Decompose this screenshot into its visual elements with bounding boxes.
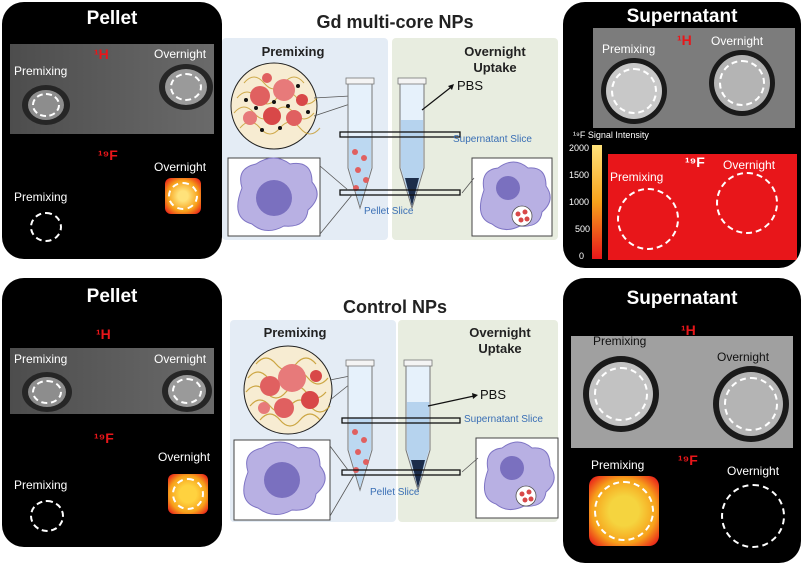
top-pellet-overnight-1h-label: Overnight — [154, 47, 207, 61]
top-schematic-overnight-title: Overnight Uptake — [445, 44, 545, 76]
colorbar — [592, 145, 602, 259]
colorbar-tick-1500: 1500 — [569, 170, 590, 180]
top-supernatant-title: Supernatant — [626, 6, 738, 27]
bottom-schematic-overnight-line1: Overnight — [469, 325, 531, 340]
bottom-center-title: Control NPs — [342, 297, 447, 317]
top-pellet-overnight-roi — [170, 73, 202, 101]
top-pellet-slice-label: Pellet Slice — [364, 206, 414, 217]
top-pellet-premixing-19f-roi — [30, 212, 62, 242]
top-pellet-19f-label: ¹⁹F — [98, 147, 118, 163]
bottom-supernatant-overnight-roi — [724, 377, 778, 431]
top-schematic-overnight-line2: Uptake — [473, 60, 517, 75]
bottom-schematic-overnight-title: Overnight Uptake — [450, 325, 550, 357]
bottom-pellet-1h-label: ¹H — [96, 326, 111, 342]
top-supernatant-premixing-1h-label: Premixing — [602, 42, 656, 56]
bottom-supernatant-overnight-19f-label: Overnight — [727, 464, 780, 478]
bottom-pellet-premixing-19f-roi — [30, 500, 64, 532]
bottom-np-zoom-circle — [243, 345, 333, 435]
top-supernatant-panel: Supernatant Premixing ¹H Overnight ¹⁹F S… — [563, 2, 801, 268]
top-pellet-overnight-19f-roi — [168, 182, 198, 210]
bottom-pellet-overnight-19f-label: Overnight — [158, 450, 211, 464]
bottom-pellet-overnight-1h-label: Overnight — [154, 352, 207, 366]
bottom-supernatant-title: Supernatant — [626, 288, 738, 309]
top-pellet-premixing-1h-label: Premixing — [14, 64, 68, 78]
bottom-schematic-premixing-title: Premixing — [263, 325, 327, 340]
top-schematic-premixing-title: Premixing — [261, 44, 325, 59]
top-pellet-title: Pellet — [86, 8, 138, 29]
bottom-supernatant-19f-label: ¹⁹F — [678, 452, 698, 468]
bottom-supernatant-premixing-19f-label: Premixing — [591, 458, 645, 472]
top-cell-overnight — [471, 157, 553, 237]
bottom-pellet-premixing-1h-label: Premixing — [14, 352, 68, 366]
top-supernatant-premixing-19f-roi — [617, 188, 679, 250]
bottom-pellet-overnight-roi — [172, 378, 202, 404]
bottom-schematic-drawing — [233, 345, 559, 521]
bottom-pellet-title: Pellet — [86, 286, 138, 307]
top-schematic-drawing — [227, 62, 553, 237]
bottom-pbs-label: PBS — [480, 387, 507, 402]
bottom-supernatant-premixing-1h-label: Premixing — [593, 334, 647, 348]
bottom-supernatant-overnight-19f-roi — [721, 484, 785, 548]
bottom-supernatant-overnight-1h-label: Overnight — [717, 350, 770, 364]
bottom-supernatant-premixing-19f-roi — [594, 481, 654, 541]
bottom-pellet-overnight-19f-roi — [172, 478, 204, 510]
top-pellet-premixing-19f-label: Premixing — [14, 190, 68, 204]
top-np-zoom-circle — [230, 62, 321, 150]
bottom-supernatant-1h-label: ¹H — [681, 322, 696, 338]
top-pellet-panel: Pellet ¹H Premixing Overnight ¹⁹F Premix… — [2, 2, 222, 259]
top-pbs-label: PBS — [457, 78, 484, 93]
top-supernatant-overnight-roi — [719, 60, 765, 106]
bottom-supernatant-panel: Supernatant ¹H Premixing Overnight Premi… — [563, 278, 801, 563]
top-pellet-1h-label: ¹H — [94, 46, 109, 62]
bottom-schematic-overnight-line2: Uptake — [478, 341, 522, 356]
bottom-pellet-premixing-roi — [32, 380, 62, 404]
bottom-pellet-19f-label: ¹⁹F — [94, 430, 114, 446]
top-pellet-overnight-19f-label: Overnight — [154, 160, 207, 174]
top-supernatant-premixing-19f-label: Premixing — [610, 170, 664, 184]
colorbar-tick-500: 500 — [575, 224, 591, 234]
colorbar-tick-0: 0 — [579, 251, 585, 261]
top-supernatant-overnight-19f-label: Overnight — [723, 158, 776, 172]
top-supernatant-slice-label: Supernatant Slice — [453, 134, 532, 145]
bottom-cell-overnight — [475, 437, 559, 519]
top-tube-overnight — [397, 77, 427, 210]
top-center-title: Gd multi-core NPs — [316, 12, 474, 32]
top-tube-premixing — [345, 77, 375, 210]
bottom-pellet-premixing-19f-label: Premixing — [14, 478, 68, 492]
top-schematic-overnight-line1: Overnight — [464, 44, 526, 59]
top-pellet-premixing-roi — [32, 93, 60, 117]
bottom-pellet-slice-label: Pellet Slice — [370, 487, 420, 498]
top-cell-premixing — [227, 157, 321, 237]
top-supernatant-19f-label: ¹⁹F — [685, 154, 705, 170]
colorbar-tick-1000: 1000 — [569, 197, 590, 207]
bottom-tube-premixing — [345, 359, 375, 492]
top-supernatant-overnight-1h-label: Overnight — [711, 34, 764, 48]
bottom-cell-premixing — [233, 439, 331, 521]
bottom-pellet-panel: Pellet ¹H Premixing Overnight ¹⁹F Premix… — [2, 278, 222, 547]
top-supernatant-overnight-19f-roi — [716, 172, 778, 234]
top-supernatant-premixing-roi — [611, 68, 657, 114]
bottom-supernatant-premixing-roi — [594, 367, 648, 421]
colorbar-title: ¹⁹F Signal Intensity — [573, 130, 649, 140]
colorbar-tick-2000: 2000 — [569, 143, 590, 153]
bottom-supernatant-slice-label: Supernatant Slice — [464, 414, 543, 425]
top-supernatant-1h-label: ¹H — [677, 32, 692, 48]
